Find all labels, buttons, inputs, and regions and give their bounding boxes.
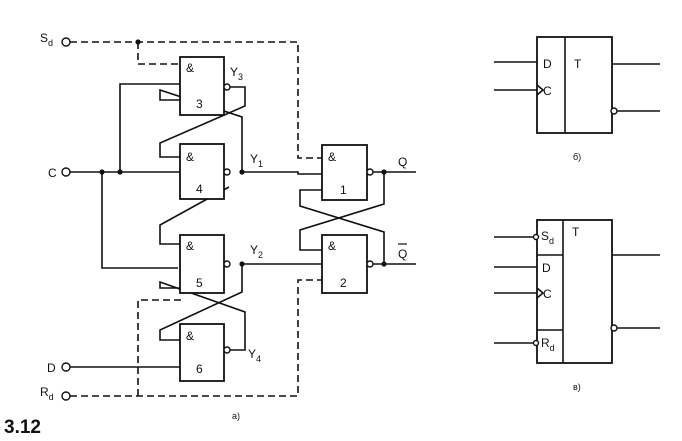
junction-dots xyxy=(99,39,387,267)
caption-a: а) xyxy=(232,411,240,421)
caption-b: б) xyxy=(573,152,581,162)
svg-text:&: & xyxy=(186,329,194,343)
node-label-y3: Y3 xyxy=(230,65,243,82)
node-label-y1: Y1 xyxy=(250,152,263,169)
figure-number: 3.12 xyxy=(4,417,41,438)
panel-b-input-c: C xyxy=(543,84,552,98)
node-label-y2: Y2 xyxy=(250,243,263,260)
svg-text:6: 6 xyxy=(196,362,203,376)
panel-b-symbol: D C T xyxy=(494,36,660,134)
panel-c-input-d: D xyxy=(542,261,551,275)
gate-6: & 6 xyxy=(179,323,231,382)
svg-text:5: 5 xyxy=(196,276,203,290)
panel-c-type-label: T xyxy=(572,225,580,239)
input-terminals xyxy=(61,37,71,401)
input-label-rd: Rd xyxy=(40,385,54,402)
svg-text:&: & xyxy=(186,150,194,164)
svg-text:&: & xyxy=(328,150,336,164)
svg-text:&: & xyxy=(186,61,194,75)
svg-text:3: 3 xyxy=(196,97,203,111)
svg-text:2: 2 xyxy=(340,276,347,290)
input-label-c: C xyxy=(48,166,57,180)
gate-1: & 1 xyxy=(321,144,374,201)
gate-2: & 2 xyxy=(321,234,374,294)
svg-text:1: 1 xyxy=(340,183,347,197)
panel-c-input-rd: Rd xyxy=(541,336,555,353)
panel-c-symbol: Sd D C Rd T xyxy=(494,219,660,364)
gate-4: & 4 xyxy=(179,143,231,200)
node-label-y4: Y4 xyxy=(248,347,261,364)
svg-text:&: & xyxy=(328,239,336,253)
panel-c-input-sd: Sd xyxy=(541,229,554,246)
panel-a-wiring xyxy=(70,41,416,397)
svg-text:&: & xyxy=(186,239,194,253)
panel-c-input-c: C xyxy=(543,287,552,301)
input-label-sd: Sd xyxy=(40,31,53,48)
panel-b-type-label: T xyxy=(574,57,582,71)
panel-b-input-d: D xyxy=(543,57,552,71)
output-label-q: Q xyxy=(398,155,407,169)
input-label-d: D xyxy=(47,361,56,375)
svg-text:4: 4 xyxy=(196,182,203,196)
output-label-q-bar: Q xyxy=(398,247,407,261)
caption-c: в) xyxy=(573,382,581,392)
gate-5: & 5 xyxy=(179,234,231,294)
gate-3: & 3 xyxy=(179,56,231,116)
